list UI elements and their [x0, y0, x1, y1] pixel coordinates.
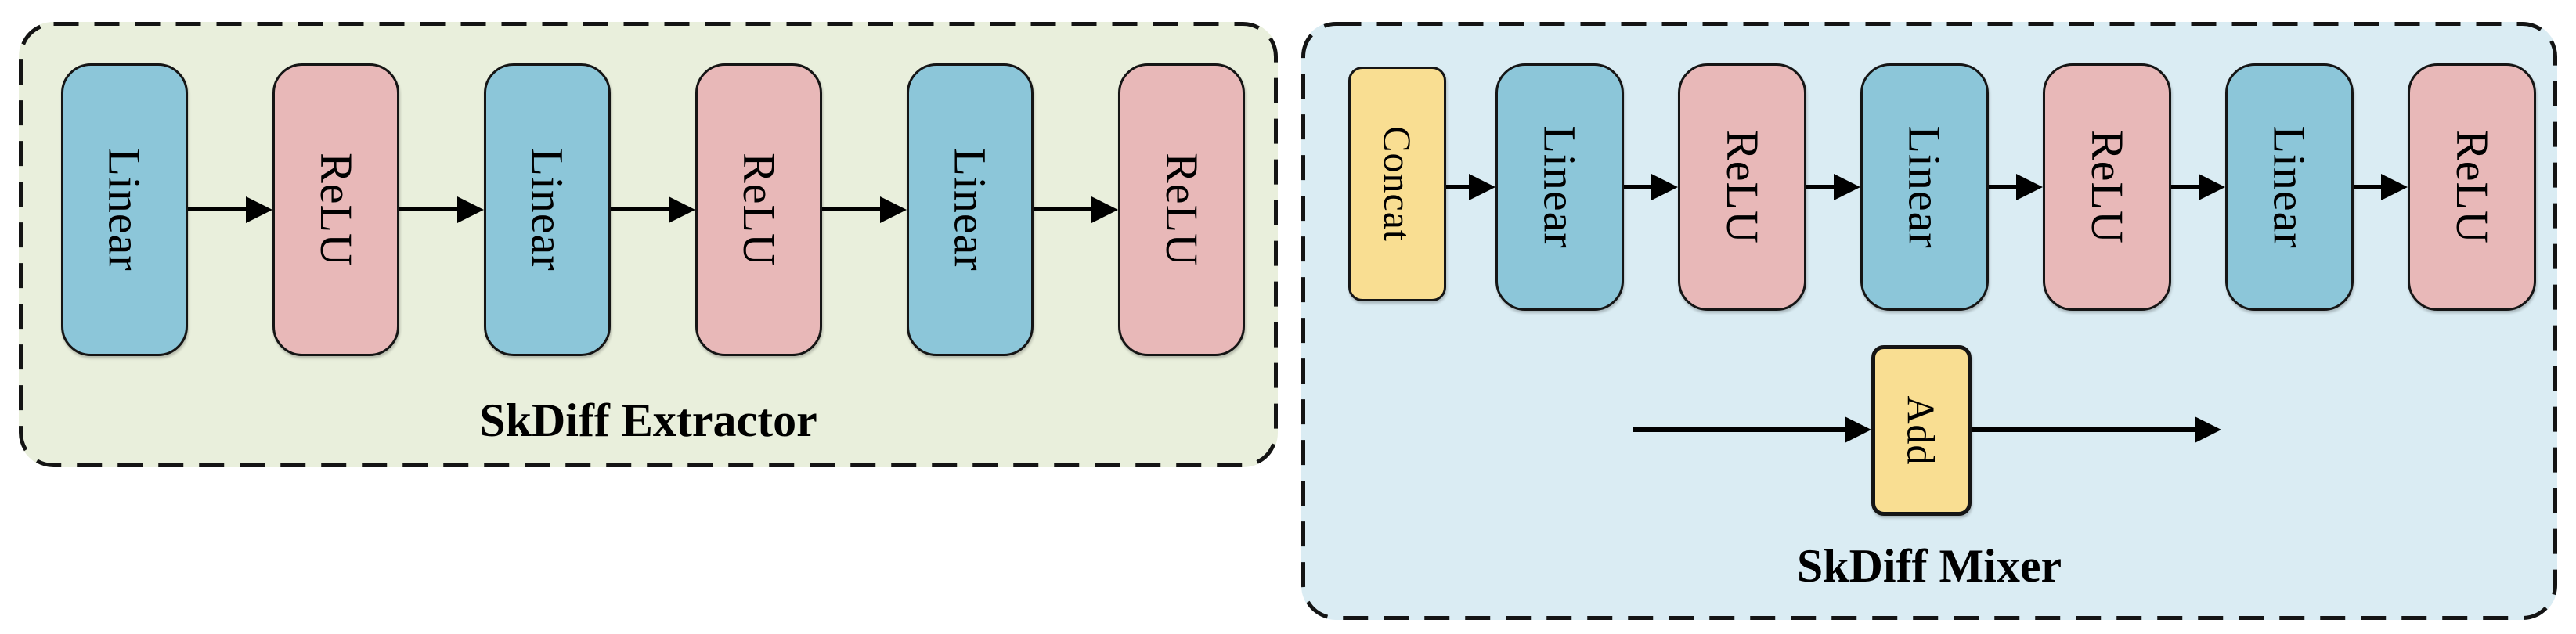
extractor-block-relu-1: ReLU: [272, 63, 399, 356]
block-label: ReLU: [1717, 130, 1768, 244]
mixer-block-relu-1: ReLU: [1678, 63, 1806, 311]
block-label: ReLU: [1156, 153, 1207, 267]
block-label: ReLU: [2447, 130, 2498, 244]
mixer-title: SkDiff Mixer: [1796, 540, 2062, 592]
mixer-block-linear-3: Linear: [2225, 63, 2354, 311]
block-label: Linear: [522, 148, 573, 272]
mixer-block-add: Add: [1871, 345, 1972, 516]
extractor-panel: Linear ReLU Linear ReLU Linear ReLU SkDi…: [19, 22, 1278, 467]
mixer-block-linear-1: Linear: [1495, 63, 1624, 311]
block-label: Linear: [1900, 125, 1950, 249]
extractor-block-linear-3: Linear: [907, 63, 1034, 356]
flow-arrow: [2354, 173, 2408, 200]
flow-arrow: [188, 196, 272, 223]
mixer-panel: Concat Linear ReLU Linear ReLU Linear Re…: [1301, 22, 2557, 620]
block-label: ReLU: [311, 153, 362, 267]
skip-arrow-in: [1633, 416, 1871, 443]
block-label: Linear: [945, 148, 996, 272]
block-label: ReLU: [734, 153, 785, 267]
block-label: Linear: [2264, 125, 2315, 249]
flow-arrow: [611, 196, 695, 223]
flow-arrow: [1806, 173, 1860, 200]
block-label: ReLU: [2082, 130, 2133, 244]
flow-arrow: [1034, 196, 1118, 223]
mixer-block-relu-2: ReLU: [2043, 63, 2171, 311]
block-label: Add: [1899, 395, 1943, 466]
block-label: Concat: [1375, 126, 1420, 242]
block-label: Linear: [1535, 125, 1586, 249]
extractor-block-relu-3: ReLU: [1118, 63, 1245, 356]
skip-arrow-out: [1972, 416, 2221, 443]
extractor-block-linear-2: Linear: [484, 63, 611, 356]
mixer-block-relu-3: ReLU: [2408, 63, 2536, 311]
mixer-block-concat: Concat: [1348, 67, 1446, 301]
flow-arrow: [1446, 173, 1495, 200]
extractor-block-relu-2: ReLU: [695, 63, 822, 356]
flow-arrow: [399, 196, 484, 223]
flow-arrow: [1989, 173, 2043, 200]
block-label: Linear: [99, 148, 150, 272]
extractor-title: SkDiff Extractor: [479, 394, 817, 446]
flow-arrow: [1624, 173, 1678, 200]
flow-arrow: [2171, 173, 2225, 200]
mixer-block-linear-2: Linear: [1860, 63, 1989, 311]
extractor-block-linear-1: Linear: [61, 63, 188, 356]
flow-arrow: [822, 196, 907, 223]
